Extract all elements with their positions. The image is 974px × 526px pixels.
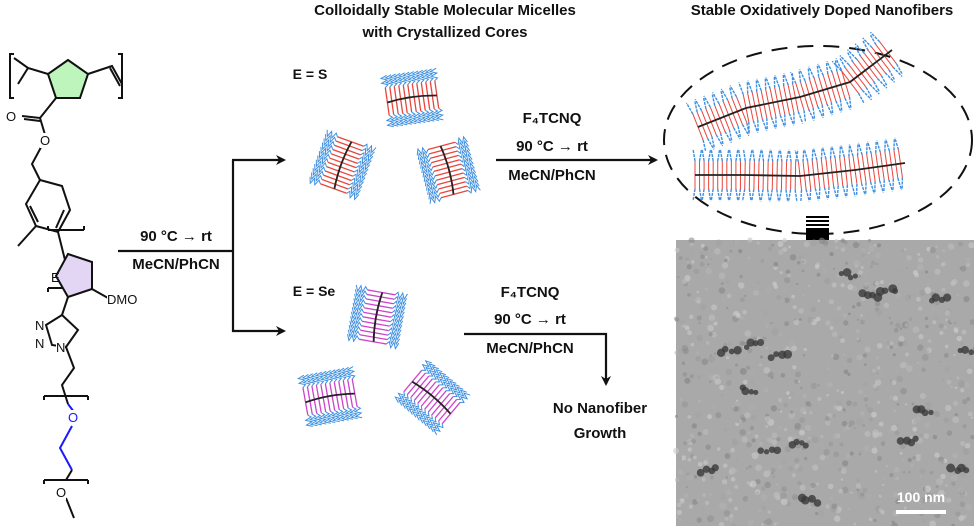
se-micelle bbox=[347, 284, 408, 350]
first-step-temp: 90 °C → rt bbox=[140, 228, 212, 245]
atom-label: DMO bbox=[107, 292, 138, 307]
micelles-heading-line1: Colloidally Stable Molecular Micelles bbox=[314, 2, 576, 19]
first-step-solvent: MeCN/PhCN bbox=[132, 256, 220, 273]
micelles-heading-line2: with Crystallized Cores bbox=[362, 24, 528, 41]
se-reagent: F₄TCNQ bbox=[500, 284, 560, 301]
tem-image bbox=[672, 237, 974, 526]
cyclopentane-ring bbox=[46, 58, 90, 99]
nanofiber bbox=[685, 31, 903, 152]
no-growth-line1: No Nanofiber bbox=[552, 400, 648, 417]
atom-label: O bbox=[6, 109, 17, 124]
se-micelle bbox=[394, 360, 471, 436]
scale-bar bbox=[896, 510, 946, 514]
no-growth-line2: Growth bbox=[573, 425, 627, 442]
atom-label: O bbox=[40, 133, 51, 148]
atom-label: E bbox=[51, 270, 60, 285]
atom-label: N bbox=[35, 336, 45, 351]
chalcogenophene-ring bbox=[54, 252, 93, 299]
nanofibers-heading: Stable Oxidatively Doped Nanofibers bbox=[690, 2, 954, 19]
s-micelle bbox=[416, 135, 481, 204]
s-micelle bbox=[309, 129, 377, 201]
s-reagent: F₄TCNQ bbox=[522, 110, 582, 127]
reaction-arrows bbox=[118, 155, 658, 386]
s-temp: 90 °C → rt bbox=[516, 138, 588, 155]
s-solvent: MeCN/PhCN bbox=[508, 167, 596, 184]
se-solvent: MeCN/PhCN bbox=[486, 340, 574, 357]
se-temp: 90 °C → rt bbox=[494, 311, 566, 328]
nanofiber bbox=[692, 137, 906, 203]
polymer-structure bbox=[9, 53, 123, 519]
e-equals-se-label: E = Se bbox=[292, 283, 336, 299]
atom-label: O bbox=[68, 410, 79, 425]
se-micelle bbox=[297, 366, 363, 427]
e-equals-s-label: E = S bbox=[292, 66, 328, 82]
s-micelle bbox=[379, 67, 445, 128]
scale-bar-label: 100 nm bbox=[896, 489, 946, 505]
benzene-ring bbox=[24, 178, 72, 234]
atom-label: O bbox=[56, 485, 67, 500]
atom-label: N bbox=[56, 340, 66, 355]
atom-label: N bbox=[35, 318, 45, 333]
